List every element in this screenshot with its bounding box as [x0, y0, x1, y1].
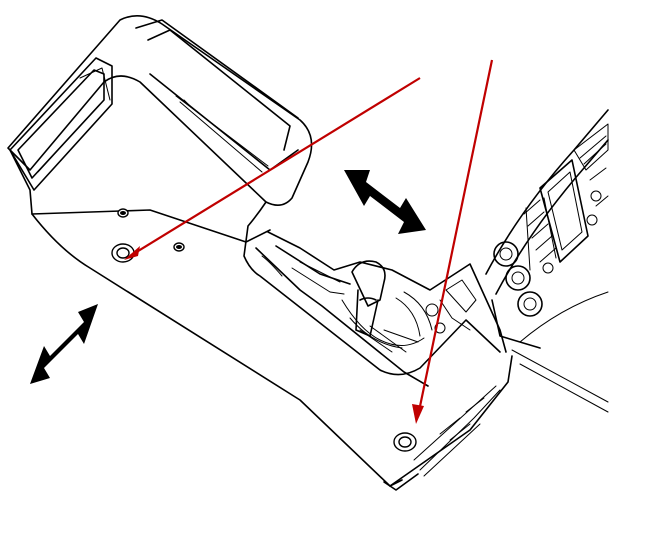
side-pocket [9, 57, 113, 191]
rear-fastener [111, 243, 135, 263]
shifter-area [267, 231, 507, 353]
rear-fastener-callout [124, 77, 421, 260]
console-body [9, 149, 513, 491]
front-fastener-callout [412, 59, 494, 424]
front-fastener [393, 432, 417, 452]
front-slide-arrow [344, 170, 426, 234]
fastener-holes [117, 208, 185, 252]
armrest-lid [7, 15, 313, 206]
instrument-panel [485, 109, 609, 413]
rear-slide-arrow [30, 304, 98, 384]
